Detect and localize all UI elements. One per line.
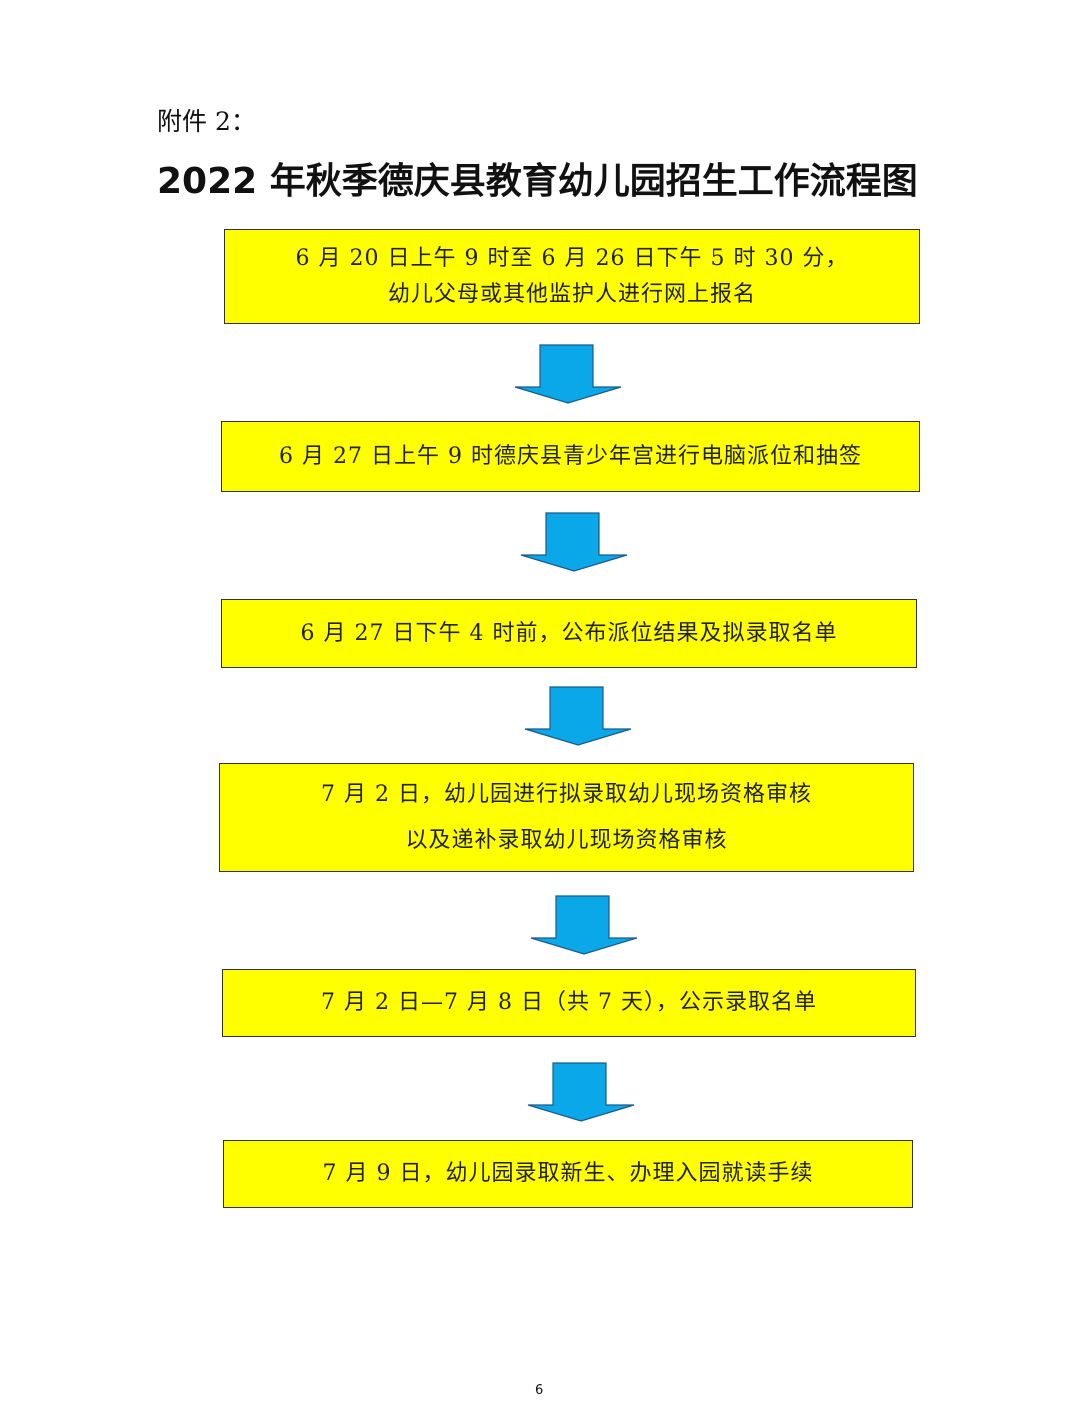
step-text: 6 月 20 日上午 9 时至 6 月 26 日下午 5 时 30 分，: [295, 245, 849, 271]
flow-step-3: 6 月 27 日下午 4 时前，公布派位结果及拟录取名单: [221, 599, 917, 668]
flow-step-2: 6 月 27 日上午 9 时德庆县青少年宫进行电脑派位和抽签: [221, 421, 920, 492]
down-arrow-icon: [527, 1062, 635, 1122]
step-text: 幼儿父母或其他监护人进行网上报名: [387, 281, 756, 307]
flow-step-5: 7 月 2 日—7 月 8 日（共 7 天），公示录取名单: [222, 969, 916, 1037]
step-text: 7 月 2 日—7 月 8 日（共 7 天），公示录取名单: [321, 990, 817, 1015]
flow-step-6: 7 月 9 日，幼儿园录取新生、办理入园就读手续: [223, 1140, 913, 1208]
flow-step-4: 7 月 2 日，幼儿园进行拟录取幼儿现场资格审核 以及递补录取幼儿现场资格审核: [219, 763, 914, 872]
flow-step-1: 6 月 20 日上午 9 时至 6 月 26 日下午 5 时 30 分， 幼儿父…: [224, 229, 920, 324]
page-number: 6: [535, 1383, 544, 1398]
down-arrow-icon: [520, 512, 628, 572]
down-arrow-icon: [530, 895, 638, 955]
down-arrow-icon: [524, 686, 632, 746]
step-text: 6 月 27 日下午 4 时前，公布派位结果及拟录取名单: [300, 620, 838, 646]
attachment-label: 附件 2：: [157, 107, 256, 136]
down-arrow-icon: [514, 344, 622, 404]
step-text: 以及递补录取幼儿现场资格审核: [405, 827, 728, 853]
step-text: 6 月 27 日上午 9 时德庆县青少年宫进行电脑派位和抽签: [279, 443, 862, 469]
step-text: 7 月 2 日，幼儿园进行拟录取幼儿现场资格审核: [321, 781, 812, 807]
page-title: 2022 年秋季德庆县教育幼儿园招生工作流程图: [157, 161, 918, 202]
step-text: 7 月 9 日，幼儿园录取新生、办理入园就读手续: [322, 1161, 814, 1186]
